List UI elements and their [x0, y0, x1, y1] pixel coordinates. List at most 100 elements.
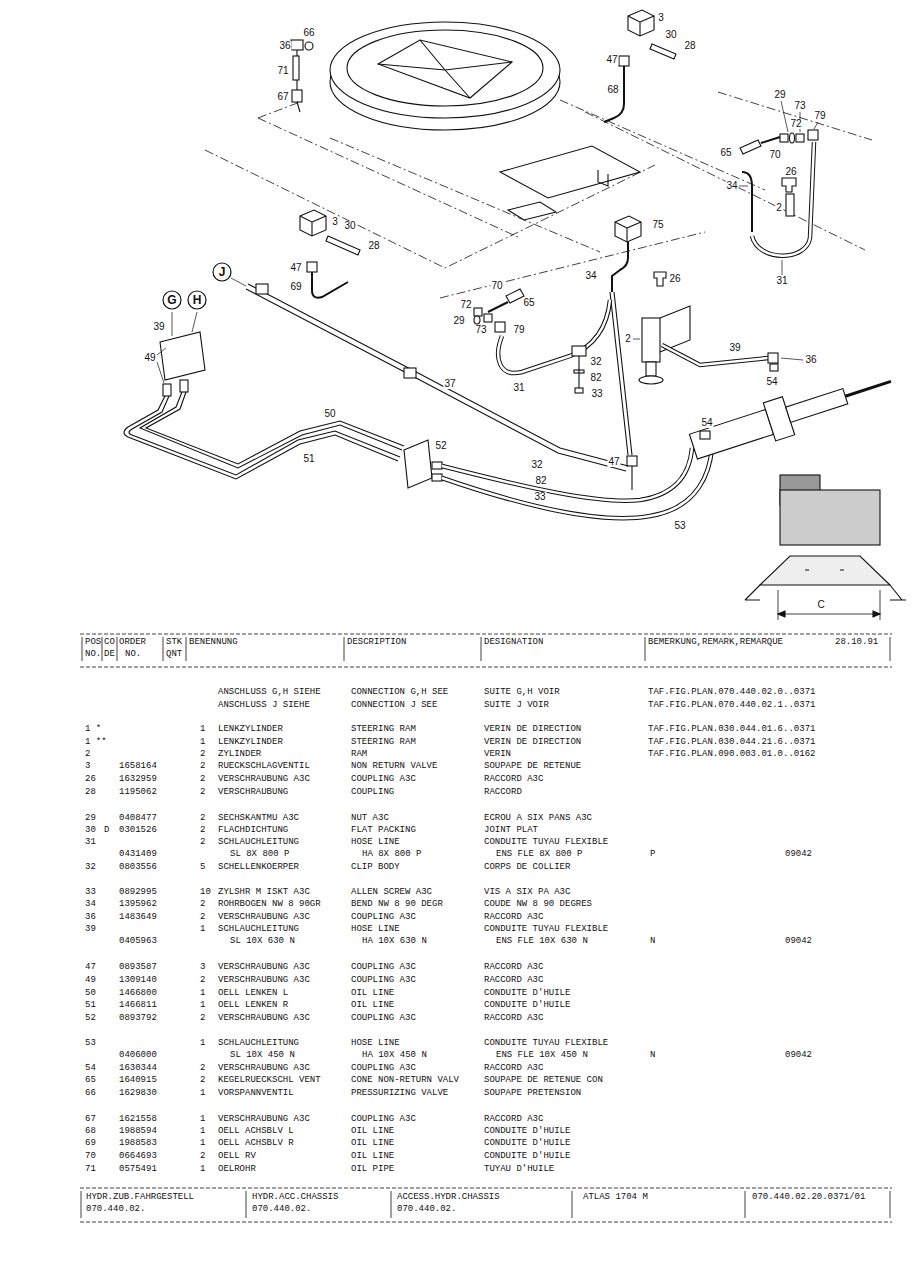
callout-number: 26 [784, 167, 797, 177]
table-cell: 1630344 [119, 1064, 157, 1073]
table-cell: 52 [85, 1014, 96, 1023]
coupling [432, 474, 442, 481]
table-cell: 2 [85, 750, 90, 759]
frame-plate [508, 202, 556, 220]
table-cell: CONDUITE D'HUILE [484, 989, 570, 998]
hose [752, 142, 814, 256]
callout-number: 79 [813, 111, 826, 121]
table-cell: CONNECTION J SEE [351, 701, 437, 710]
table-cell: CONNECTION G,H SEE [351, 688, 448, 697]
table-cell: RACCORD [484, 788, 522, 797]
table-cell: 71 [85, 1165, 96, 1174]
non-return-valve [628, 10, 654, 36]
table-cell: BEND NW 8 90 DEGR [351, 900, 443, 909]
table-cell: D [104, 826, 109, 835]
chassis-outline [718, 92, 872, 140]
dimension-line [778, 590, 880, 620]
callout-number: 52 [434, 441, 447, 451]
table-cell: 1 [200, 1165, 205, 1174]
table-cell: 50 [85, 989, 96, 998]
table-cell: NO. [125, 650, 141, 659]
callout-number: 31 [512, 383, 525, 393]
table-cell: 1 [200, 1089, 205, 1098]
oil-pipe [293, 56, 299, 80]
table-cell: COUPLING A3C [351, 1115, 416, 1124]
table-cell: 2 [200, 838, 205, 847]
table-cell: 1 [200, 1139, 205, 1148]
table-cell: 66 [85, 1089, 96, 1098]
table-cell: 68 [85, 1127, 96, 1136]
callout-number: 68 [606, 85, 619, 95]
table-cell: OIL LINE [351, 1152, 394, 1161]
coupling [619, 56, 629, 66]
table-cell: OELL LENKEN L [218, 989, 288, 998]
connection-letter-text: G [167, 294, 176, 306]
table-cell: 0664693 [119, 1152, 157, 1161]
table-cell: VERSCHRAUBUNG A3C [218, 1115, 310, 1124]
table-cell: PRESSURIZING VALVE [351, 1089, 448, 1098]
table-cell: COUDE NW 8 90 DEGRES [484, 900, 592, 909]
table-column-bar [82, 637, 890, 661]
allen-screw [578, 356, 579, 390]
table-cell: 47 [85, 963, 96, 972]
table-cell: SCHLAUCHLEITUNG [218, 925, 299, 934]
pipe-clamp [404, 368, 416, 378]
table-cell: 2 [200, 750, 205, 759]
table-cell: RACCORD A3C [484, 1064, 543, 1073]
pipe-bend [612, 242, 628, 292]
table-cell: 09042 [785, 1051, 812, 1060]
hose [662, 345, 768, 365]
table-cell: 1466800 [119, 989, 157, 998]
machine-inset [745, 570, 906, 600]
table-cell: TAF.FIG.PLAN.070.440.02.0..0371 [648, 688, 815, 697]
table-cell: 09042 [785, 850, 812, 859]
letter-circle [213, 263, 231, 281]
flat-packing [474, 316, 480, 324]
table-cell: 1 [200, 1039, 205, 1048]
turntable-ring [330, 22, 560, 118]
table-cell: COUPLING A3C [351, 775, 416, 784]
table-cell: STEERING RAM [351, 738, 416, 747]
fitting-bracket [404, 440, 432, 488]
callout-number: 28 [367, 241, 380, 251]
table-cell: RACCORD A3C [484, 976, 543, 985]
table-cell: VORSPANNVENTIL [218, 1089, 294, 1098]
callout-number: 51 [302, 454, 315, 464]
table-cell: VERSCHRAUBUNG A3C [218, 913, 310, 922]
table-cell: RACCORD A3C [484, 775, 543, 784]
table-cell: NO. [85, 650, 101, 659]
footer-cell: 070.440.02. [86, 1205, 145, 1214]
coupling [291, 40, 303, 50]
table-rule [80, 634, 892, 1222]
table-cell: VERSCHRAUBUNG A3C [218, 963, 310, 972]
table-cell: CONDUITE TUYAU FLEXIBLE [484, 925, 608, 934]
table-cell: LENKZYLINDER [218, 738, 283, 747]
table-cell: ENS FLE 10X 630 N [496, 937, 588, 946]
table-cell: DE [104, 650, 115, 659]
pressurizing-valve [305, 42, 313, 50]
frame-bracket [598, 170, 608, 186]
table-cell: RACCORD A3C [484, 1115, 543, 1124]
callout-number: 2 [775, 203, 783, 213]
table-cell: 0893587 [119, 963, 157, 972]
callout-number: 47 [289, 263, 302, 273]
table-cell: SECHSKANTMU A3C [218, 814, 299, 823]
table-cell: COUPLING A3C [351, 913, 416, 922]
callout-number: 54 [765, 377, 778, 387]
clip-body [572, 346, 586, 356]
coupling [768, 353, 778, 363]
table-cell: 49 [85, 976, 96, 985]
table-cell: CONDUITE TUYAU FLEXIBLE [484, 838, 608, 847]
callout-number: 79 [512, 325, 525, 335]
table-cell: 29 [85, 814, 96, 823]
table-cell: 0301526 [119, 826, 157, 835]
leader-line [633, 339, 640, 340]
table-cell: 1621558 [119, 1115, 157, 1124]
oil-line [488, 302, 508, 312]
callout-number: 67 [276, 92, 289, 102]
connection-letter: J [212, 262, 232, 282]
table-cell: OELL RV [218, 1152, 256, 1161]
callout-number: 32 [530, 460, 543, 470]
pipe [610, 292, 632, 455]
table-cell: OIL LINE [351, 989, 394, 998]
